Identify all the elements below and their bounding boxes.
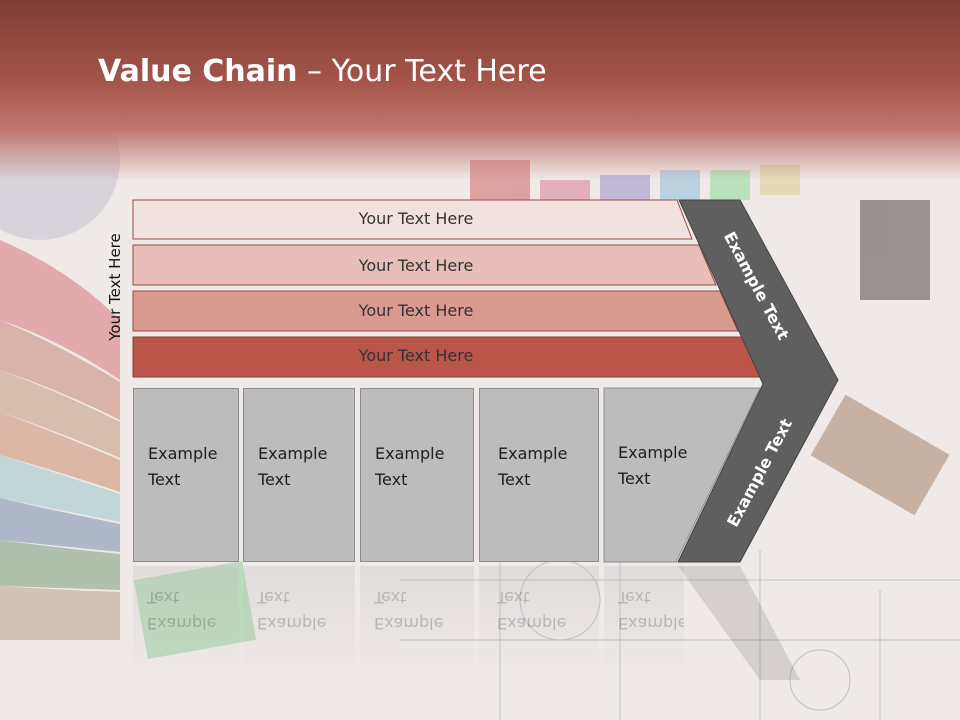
bar-shape-3 bbox=[132, 290, 739, 332]
activity-line2: Text bbox=[148, 470, 181, 489]
reflection-line2: Text bbox=[618, 588, 651, 607]
box-reflection-4: Example Text bbox=[479, 566, 599, 676]
reflection-line2: Text bbox=[374, 588, 407, 607]
box-reflection-2: Example Text bbox=[243, 566, 355, 676]
activity-line1: Example bbox=[258, 444, 328, 463]
activity-line1: Example bbox=[375, 444, 445, 463]
bar-shape-1 bbox=[132, 199, 693, 240]
bar-shape-2 bbox=[132, 244, 717, 286]
activity-line1: Example bbox=[148, 444, 218, 463]
reflection-text: Example Text bbox=[147, 584, 216, 636]
last-box-shape bbox=[603, 387, 761, 563]
reflection-line2: Text bbox=[147, 588, 180, 607]
bar-label-4: Your Text Here bbox=[358, 346, 474, 365]
header-band bbox=[0, 0, 960, 180]
activity-line2: Text bbox=[498, 470, 531, 489]
reflection-text: Example Text bbox=[497, 584, 566, 636]
arrow-reflection bbox=[678, 566, 800, 680]
box-reflection-5: Example Text bbox=[604, 566, 684, 676]
activity-line2: Text bbox=[258, 470, 291, 489]
bar-label-2: Your Text Here bbox=[358, 256, 474, 275]
title-bold: Value Chain bbox=[98, 54, 298, 89]
title-rest: – Your Text Here bbox=[297, 54, 547, 89]
activity-line1: Example bbox=[498, 444, 568, 463]
reflection-text: Example Text bbox=[374, 584, 443, 636]
reflection-line1: Example bbox=[497, 614, 567, 633]
box-reflection-3: Example Text bbox=[360, 566, 474, 676]
reflection-line2: Text bbox=[497, 588, 530, 607]
box-reflection-1: Example Text bbox=[133, 566, 239, 676]
reflection-line2: Text bbox=[257, 588, 290, 607]
reflection-line1: Example bbox=[257, 614, 327, 633]
activity-line1: Example bbox=[618, 443, 688, 462]
reflection-text: Example Text bbox=[618, 584, 684, 636]
reflection-line1: Example bbox=[374, 614, 444, 633]
reflection-line1: Example bbox=[618, 614, 684, 633]
arrow-shape bbox=[677, 199, 839, 563]
reflection-line1: Example bbox=[147, 614, 217, 633]
activity-line2: Text bbox=[375, 470, 408, 489]
activity-line2: Text bbox=[618, 469, 651, 488]
reflection-text: Example Text bbox=[257, 584, 326, 636]
bar-label-1: Your Text Here bbox=[358, 209, 474, 228]
slide-title: Value Chain – Your Text Here bbox=[98, 54, 547, 89]
bar-label-3: Your Text Here bbox=[358, 301, 474, 320]
